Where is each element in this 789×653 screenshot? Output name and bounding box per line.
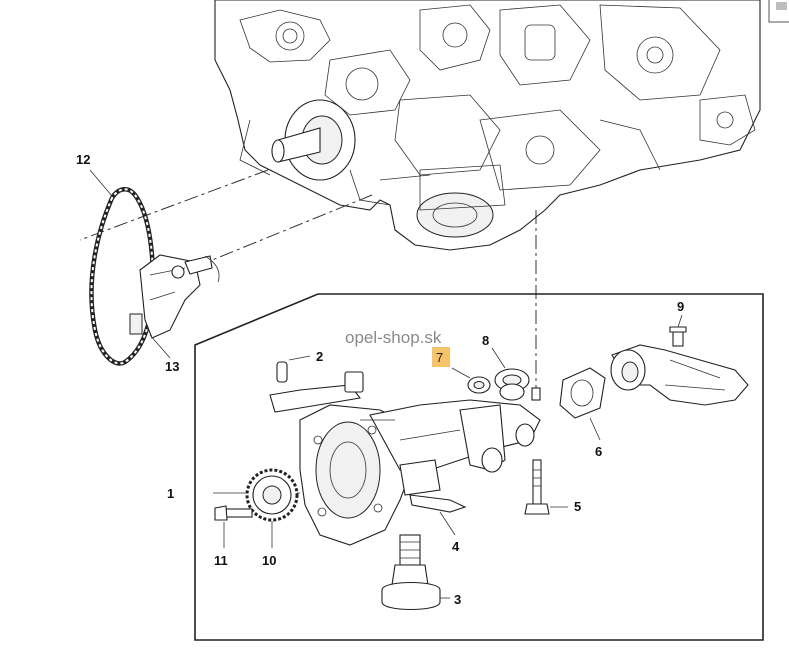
control-valve-part-3 [381, 534, 450, 610]
callout-12: 12 [76, 152, 90, 167]
corner-button[interactable] [768, 0, 789, 23]
assembly-frame [194, 293, 764, 641]
oil-pump-body-part-1 [213, 371, 541, 546]
alignment-centerlines [79, 169, 537, 395]
retaining-clip-part-4 [409, 494, 467, 536]
callout-10: 10 [262, 553, 276, 568]
chain-tensioner-part-13 [129, 254, 220, 359]
callout-5: 5 [574, 499, 581, 514]
dowel-pin-part-2 [276, 355, 311, 383]
bolt-part-5 [524, 459, 568, 515]
callout-7-highlight [432, 347, 450, 367]
callout-7: 7 [436, 350, 443, 365]
callout-1: 1 [167, 486, 174, 501]
watermark-text: opel-shop.sk [345, 328, 442, 347]
callout-2: 2 [316, 349, 323, 364]
oil-pickup-part-9 [610, 314, 749, 406]
timing-chain-part-12 [89, 169, 156, 366]
seal-ring-part-8 [491, 347, 530, 401]
callout-4: 4 [452, 539, 460, 554]
seal-ring-part-7 [451, 367, 491, 394]
sprocket-part-10 [245, 468, 299, 548]
gasket-part-6 [559, 367, 606, 441]
engine-block-drawing [214, 0, 761, 251]
bolt-part-11 [214, 505, 253, 548]
callout-8: 8 [482, 333, 489, 348]
callout-11: 11 [214, 553, 228, 568]
callout-13: 13 [165, 359, 179, 374]
callout-6: 6 [595, 444, 602, 459]
callout-9: 9 [677, 299, 684, 314]
small-plug [531, 387, 541, 401]
callout-3: 3 [454, 592, 461, 607]
